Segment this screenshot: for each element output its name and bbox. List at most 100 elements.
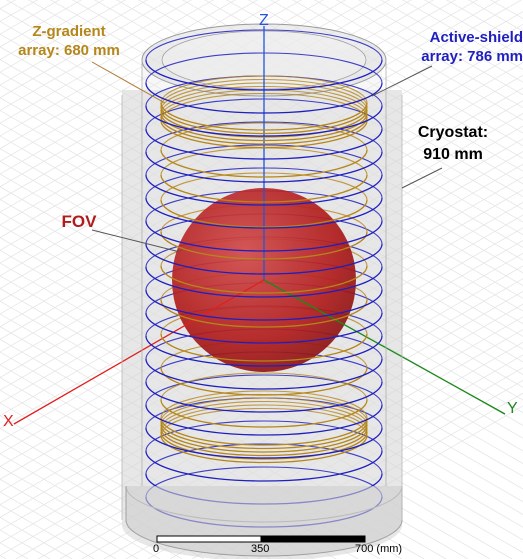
cryostat-label-line1: Cryostat: — [417, 124, 489, 141]
z-gradient-loop — [160, 404, 368, 433]
z-gradient-label-line2: array: 680 mm — [18, 42, 120, 59]
active-shield-loop — [145, 420, 383, 452]
grid-line — [248, 0, 523, 159]
grid-line — [0, 0, 170, 99]
active-shield-loop — [145, 151, 383, 183]
z-gradient-label: Z-gradient array: 680 mm — [4, 22, 134, 60]
grid-line — [0, 0, 214, 124]
z-gradient-loop — [160, 102, 368, 131]
z-gradient-loop — [160, 417, 368, 446]
grid-line — [0, 0, 26, 559]
z-gradient-loop — [160, 109, 368, 138]
z-gradient-leader — [91, 61, 166, 104]
z-gradient-loop — [160, 299, 368, 328]
grid-line — [235, 392, 523, 559]
grid-line — [0, 440, 205, 559]
grid-line — [292, 0, 523, 134]
z-gradient-loop — [160, 399, 368, 428]
z-gradient-loop — [160, 116, 368, 145]
active-shield-loop — [145, 289, 383, 321]
grid-line — [0, 491, 117, 559]
grid-line — [0, 453, 183, 559]
active-shield-loop — [145, 358, 383, 390]
x-axis-label: X — [3, 413, 14, 430]
z-gradient-loop — [160, 174, 368, 203]
grid-line — [0, 0, 192, 111]
cryostat-label-line2: 910 mm — [423, 146, 483, 163]
grid-line — [270, 0, 523, 147]
grid-line — [0, 0, 148, 86]
active-shield-label-line2: array: 786 mm — [421, 48, 523, 65]
scale-tick-350: 350 — [251, 543, 270, 555]
z-gradient-loop — [160, 428, 368, 457]
grid-line — [257, 405, 523, 559]
active-shield-loop — [145, 450, 383, 482]
z-gradient-loop — [160, 367, 368, 396]
scale-segment-2 — [260, 535, 366, 543]
x-axis-line — [13, 279, 265, 425]
z-gradient-loop — [160, 400, 368, 429]
active-shield-loop — [145, 335, 383, 367]
active-shield-loop — [145, 427, 383, 459]
grid-line — [314, 0, 523, 121]
cryostat-leader — [401, 167, 443, 189]
active-shield-loop — [145, 266, 383, 298]
z-gradient-loop — [160, 431, 368, 460]
grid-line — [0, 0, 82, 48]
active-shield-loop — [145, 174, 383, 206]
grid-line — [0, 415, 249, 559]
z-gradient-coils-front — [160, 102, 368, 464]
active-shield-loop — [145, 374, 383, 406]
grid-line — [380, 0, 523, 83]
active-shield-loop — [145, 59, 383, 91]
active-shield-loop — [145, 466, 383, 498]
grid-line — [0, 402, 271, 559]
coordinate-axes — [13, 26, 506, 425]
z-gradient-loop — [160, 120, 368, 149]
z-gradient-label-line1: Z-gradient — [32, 23, 106, 40]
grid-line — [0, 0, 280, 162]
scale-bar — [156, 535, 366, 543]
active-shield-loop — [145, 312, 383, 344]
active-shield-leader — [371, 65, 433, 97]
active-shield-label: Active-shield array: 786 mm — [398, 28, 523, 66]
z-gradient-loop — [160, 390, 368, 419]
z-gradient-loop — [160, 435, 368, 464]
grid-line — [358, 0, 523, 96]
grid-line — [0, 555, 7, 559]
grid-line — [468, 0, 523, 32]
z-gradient-loop — [160, 199, 368, 228]
label-leader-lines — [91, 61, 443, 253]
z-gradient-loop — [160, 424, 368, 453]
z-gradient-loop — [160, 231, 368, 260]
fov-label: FOV — [61, 212, 97, 231]
grid-line — [0, 504, 95, 559]
grid-line — [0, 0, 258, 150]
z-gradient-loop — [160, 372, 368, 401]
active-shield-label-line1: Active-shield — [429, 29, 523, 46]
active-shield-loop — [145, 243, 383, 275]
z-gradient-loop — [160, 333, 368, 362]
grid-line — [0, 516, 73, 559]
active-shield-loop — [145, 443, 383, 475]
grid-line — [0, 427, 227, 559]
cryostat-label: Cryostat: 910 mm — [403, 122, 503, 166]
active-shield-loop — [145, 82, 383, 114]
y-axis-label: Y — [507, 400, 518, 417]
z-gradient-loop — [160, 421, 368, 450]
z-axis-label: Z — [259, 12, 269, 29]
grid-line — [0, 0, 236, 137]
z-gradient-loop — [160, 265, 368, 294]
scale-segment-1 — [156, 535, 262, 543]
